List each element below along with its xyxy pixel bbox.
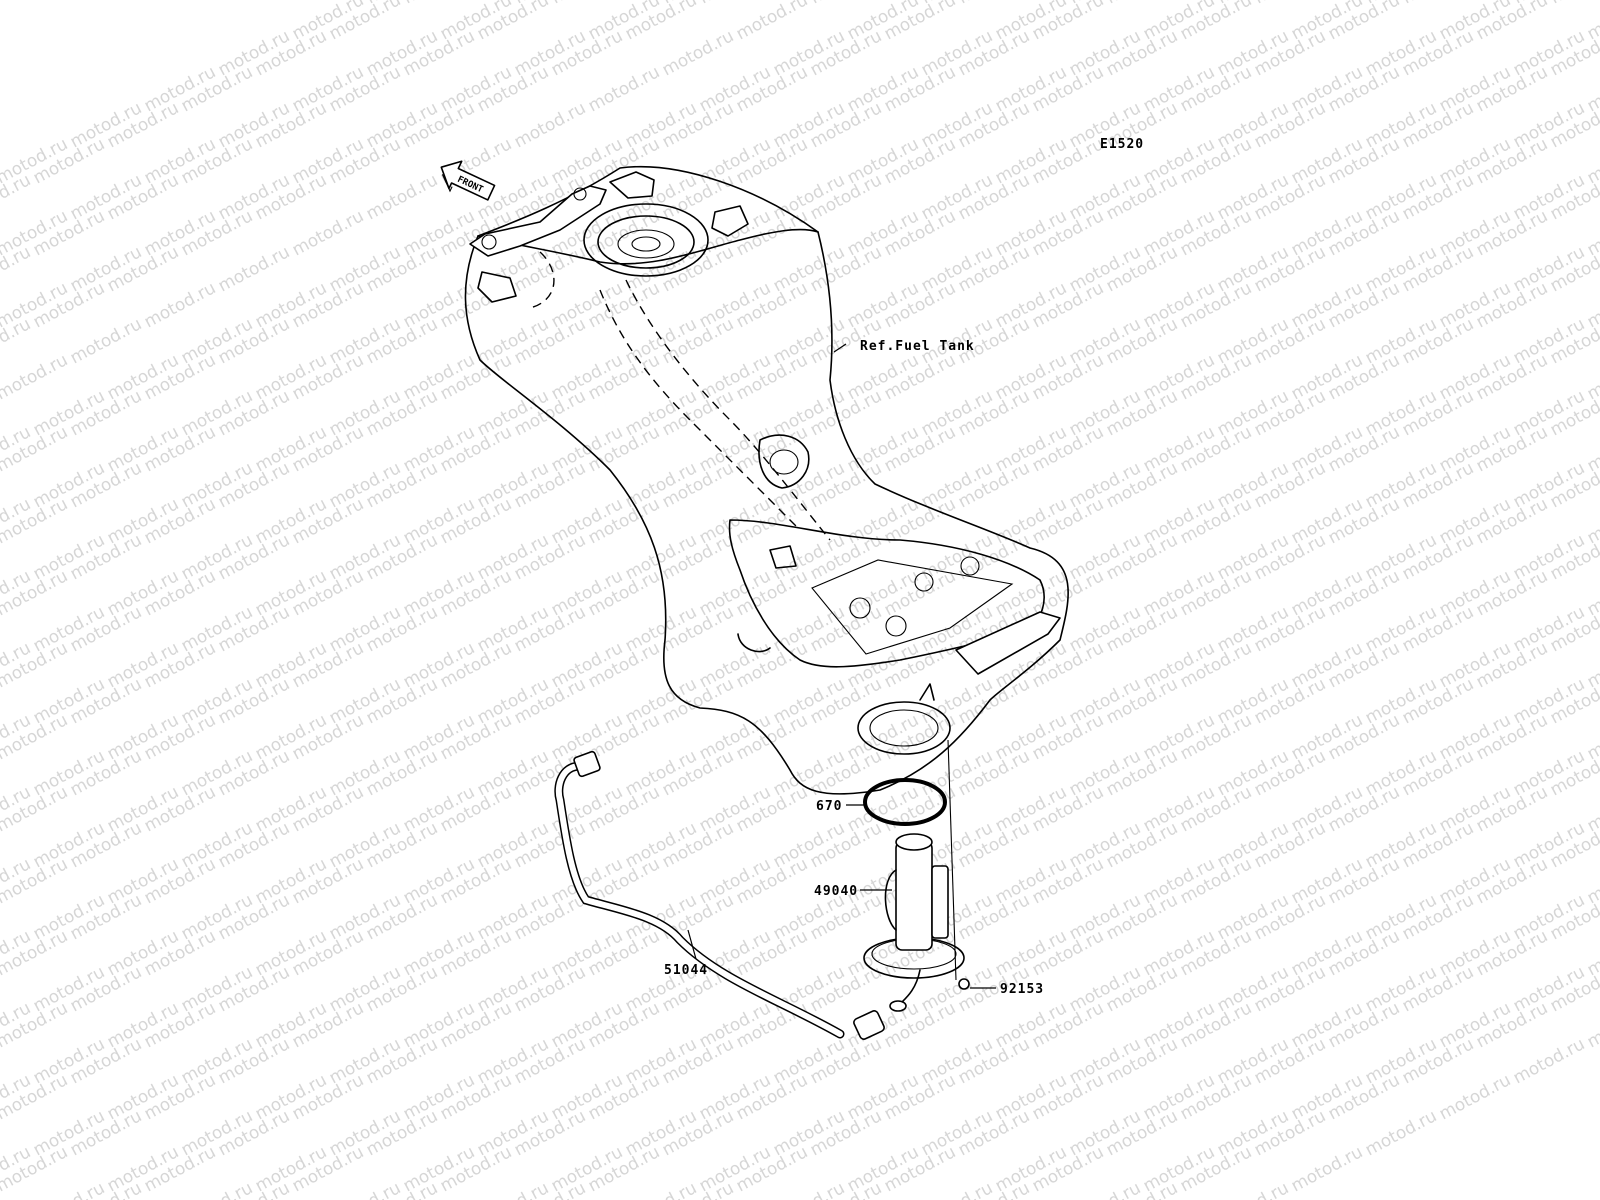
watermark-text: motod.ru (1103, 0, 1181, 8)
watermark-text: motod.ru (1584, 998, 1600, 1052)
fuel-tank-drawing (464, 165, 1069, 795)
watermark-text: motod.ru (733, 0, 811, 44)
watermark-text: motod.ru (215, 242, 293, 296)
watermark-text: motod.ru (178, 1178, 256, 1200)
watermark-text: motod.ru (1066, 1178, 1144, 1200)
watermark-text: motod.ru (30, 1178, 108, 1200)
watermark-text: motod.ru (807, 0, 885, 8)
watermark-text: motod.ru (400, 0, 478, 8)
watermark-text: motod.ru (67, 314, 145, 368)
watermark-text: motod.ru (918, 1178, 996, 1200)
watermark-text: motod.ru (1399, 0, 1477, 8)
watermark-text: motod.ru (1288, 1142, 1366, 1196)
watermark-text: motod.ru (696, 0, 774, 8)
watermark-text: motod.ru (770, 1178, 848, 1200)
part-label-670: 670 (816, 799, 842, 814)
watermark-text: motod.ru (0, 350, 71, 404)
fuel-hose-51044 (554, 750, 885, 1040)
watermark-text: motod.ru (1362, 1106, 1440, 1160)
o-ring-670 (863, 778, 947, 826)
watermark-text: motod.ru (511, 98, 589, 152)
watermark-text: motod.ru (326, 1178, 404, 1200)
watermark-text: motod.ru (1510, 1034, 1588, 1088)
watermark-text: motod.ru (955, 0, 1033, 8)
part-label-92153: 92153 (1000, 982, 1044, 997)
watermark-text: motod.ru (1547, 0, 1600, 8)
watermark-text: motod.ru (622, 1178, 700, 1200)
watermark-text: motod.ru (585, 62, 663, 116)
watermark-text: motod.ru (1214, 1178, 1292, 1200)
watermark-text: motod.ru (659, 26, 737, 80)
ref-fuel-tank-label: Ref.Fuel Tank (860, 339, 975, 354)
part-label-51044: 51044 (664, 963, 708, 978)
part-label-49040: 49040 (814, 884, 858, 899)
diagram-code: E1520 (1100, 137, 1144, 152)
watermark-text: motod.ru (363, 170, 441, 224)
leader-lines (687, 343, 996, 989)
fuel-pump-49040 (863, 739, 970, 1012)
watermark-text: motod.ru (474, 1178, 552, 1200)
watermark-text: motod.ru (548, 0, 626, 8)
watermark-text: motod.ru (141, 278, 219, 332)
watermark-text: motod.ru (289, 206, 367, 260)
watermark-text: motod.ru (1436, 1070, 1514, 1124)
watermark-text: motod.ru (1251, 0, 1329, 8)
